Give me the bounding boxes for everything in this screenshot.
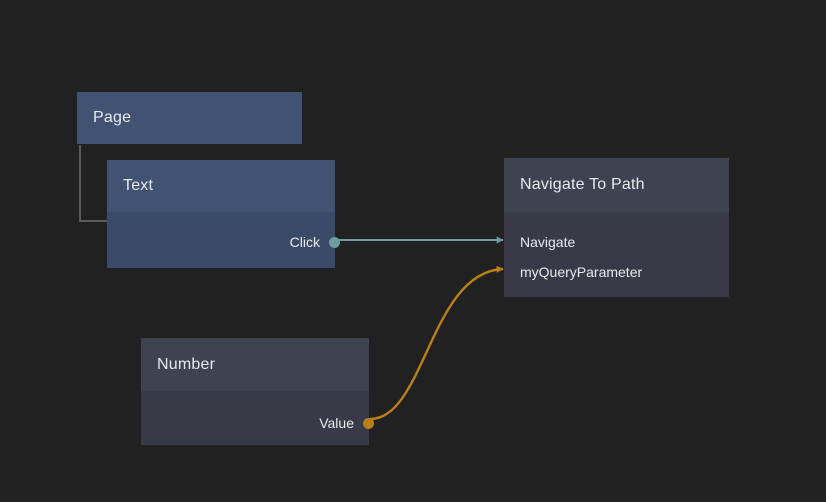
port-number-value[interactable]: Value (319, 415, 374, 431)
node-number-title: Number (157, 355, 216, 373)
port-text-click-label: Click (289, 234, 320, 250)
node-page-header[interactable]: Page (77, 92, 302, 144)
port-myqueryparameter-label[interactable]: myQueryParameter (520, 264, 643, 280)
node-page[interactable]: Page (77, 92, 302, 144)
node-text[interactable]: Text Click (107, 160, 340, 268)
node-text-header[interactable]: Text (107, 160, 335, 212)
node-navigate-to-path-header[interactable]: Navigate To Path (504, 158, 729, 212)
port-text-click-dot[interactable] (329, 236, 340, 248)
port-text-click[interactable]: Click (289, 234, 340, 250)
node-number[interactable]: Number Value (141, 338, 374, 445)
port-number-value-dot[interactable] (363, 417, 374, 429)
node-navigate-to-path-title: Navigate To Path (520, 176, 645, 193)
node-text-title: Text (123, 177, 154, 194)
port-navigate-label[interactable]: Navigate (520, 234, 576, 250)
node-number-body: Value (141, 391, 374, 445)
node-navigate-to-path-body: Navigate myQueryParameter (504, 212, 729, 297)
node-page-title: Page (93, 109, 132, 126)
node-navigate-to-path[interactable]: Navigate To Path Navigate myQueryParamet… (504, 158, 729, 297)
node-text-body: Click (107, 212, 340, 268)
tree-bracket-page-text (79, 145, 107, 222)
node-number-header[interactable]: Number (141, 338, 369, 391)
port-number-value-label: Value (319, 415, 354, 431)
edge-value-myqueryparameter (369, 265, 504, 421)
